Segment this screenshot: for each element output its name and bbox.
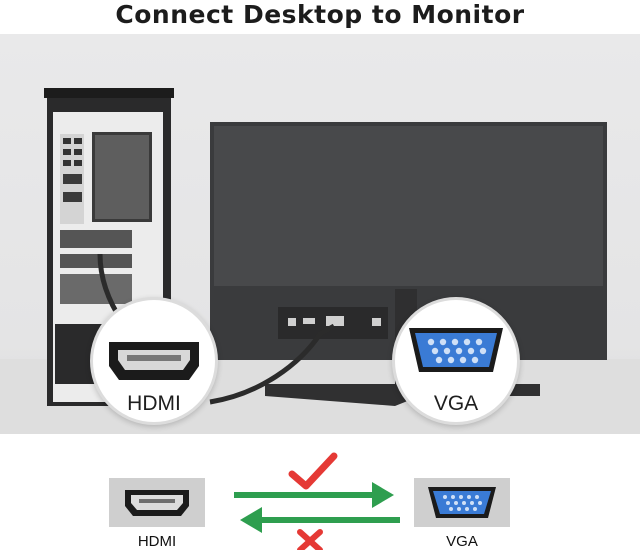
- vga-legend-label: VGA: [446, 533, 478, 550]
- hdmi-callout: HDMI: [90, 297, 218, 425]
- product-photo: [0, 34, 640, 434]
- pc-tower-icon: [44, 88, 174, 406]
- hdmi-callout-label: HDMI: [127, 392, 181, 415]
- hdmi-connector-icon: [125, 490, 189, 516]
- direction-indicator: [234, 452, 400, 550]
- setup-illustration: [0, 88, 640, 434]
- page-title: Connect Desktop to Monitor: [115, 0, 525, 29]
- check-icon: [288, 452, 338, 490]
- reverse-arrow-icon: [240, 507, 400, 533]
- hdmi-legend-label: HDMI: [137, 533, 177, 550]
- vga-callout-label: VGA: [433, 392, 479, 415]
- vga-callout: VGA: [392, 297, 520, 425]
- hdmi-legend-panel: [109, 478, 205, 527]
- vga-connector-icon: [428, 487, 496, 518]
- vga-legend-panel: [414, 478, 510, 527]
- cross-icon: [297, 529, 323, 550]
- hdmi-port-icon: [109, 342, 199, 380]
- monitor-icon: [210, 122, 607, 406]
- forward-arrow-icon: [234, 482, 394, 508]
- vga-port-icon: [409, 328, 503, 372]
